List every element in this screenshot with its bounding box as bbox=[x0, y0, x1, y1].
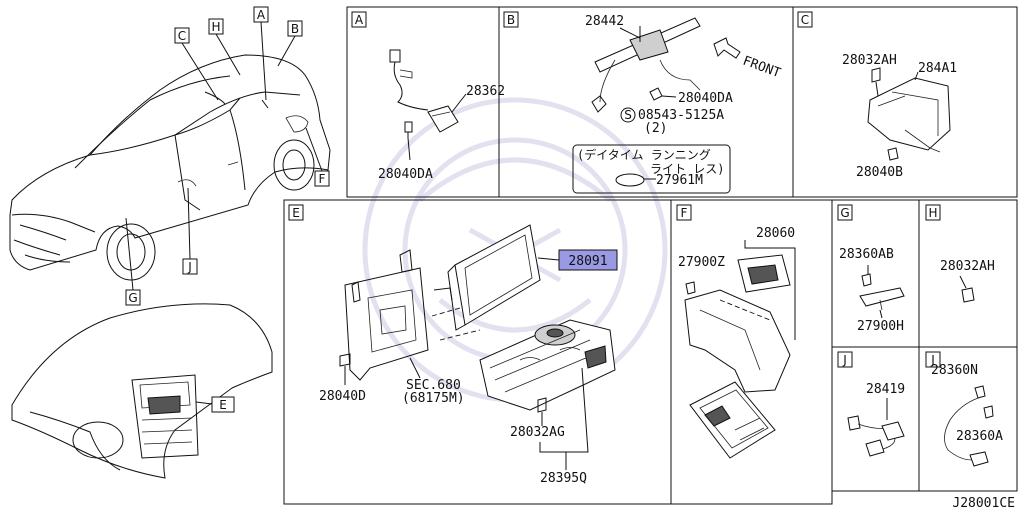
panel-j: J 28419 J 28360N 28360A bbox=[837, 351, 1003, 467]
part-08543-5125a[interactable]: 08543-5125A bbox=[638, 108, 724, 123]
part-28395q[interactable]: 28395Q bbox=[540, 471, 587, 486]
svg-text:C: C bbox=[801, 13, 809, 27]
svg-text:F: F bbox=[319, 172, 326, 186]
svg-text:A: A bbox=[257, 8, 266, 22]
panel-c: C 28032AH 284A1 28040B bbox=[797, 11, 957, 180]
panel-e: E 28091 28040D SEC.680 (68175M) 280 bbox=[288, 204, 618, 486]
overview-callout-f[interactable]: F bbox=[305, 127, 330, 187]
panel-a: A 28362 28040DA bbox=[351, 11, 505, 182]
svg-text:S: S bbox=[624, 108, 632, 122]
part-68175m[interactable]: (68175M) bbox=[402, 391, 465, 406]
overview-callout-e[interactable]: E bbox=[211, 396, 235, 413]
svg-text:B: B bbox=[291, 22, 299, 36]
diagram-id: J28001CE bbox=[952, 496, 1015, 511]
part-28091[interactable]: 28091 bbox=[568, 254, 607, 269]
part-28040da-b[interactable]: 28040DA bbox=[678, 91, 733, 106]
svg-text:H: H bbox=[928, 206, 937, 220]
front-label: FRONT bbox=[741, 54, 783, 82]
svg-text:G: G bbox=[128, 291, 137, 305]
part-28032ah-c[interactable]: 28032AH bbox=[842, 53, 897, 68]
part-28040b[interactable]: 28040B bbox=[856, 165, 903, 180]
svg-text:B: B bbox=[507, 13, 515, 27]
part-28362[interactable]: 28362 bbox=[466, 84, 505, 99]
part-28032ah-h[interactable]: 28032AH bbox=[940, 259, 995, 274]
svg-text:J: J bbox=[187, 260, 192, 274]
part-28040da-a[interactable]: 28040DA bbox=[378, 167, 433, 182]
svg-text:(デイタイム ランニング: (デイタイム ランニング bbox=[577, 147, 711, 162]
svg-text:E: E bbox=[292, 206, 300, 220]
part-28419[interactable]: 28419 bbox=[866, 382, 905, 397]
panel-f: F 28060 27900Z bbox=[676, 204, 796, 459]
part-28032ag[interactable]: 28032AG bbox=[510, 425, 565, 440]
svg-text:H: H bbox=[211, 20, 220, 34]
overview-callout-g[interactable]: G bbox=[125, 217, 141, 306]
svg-text:E: E bbox=[219, 398, 227, 412]
panel-frames bbox=[283, 6, 1018, 505]
part-sec-680[interactable]: SEC.680 bbox=[406, 378, 461, 393]
panel-b: B 28442 28040DA S 08543-5125A (2) FRONT … bbox=[503, 11, 783, 194]
part-28360a[interactable]: 28360A bbox=[956, 429, 1003, 444]
part-28360ab[interactable]: 28360AB bbox=[839, 247, 894, 262]
overview-callout-h[interactable]: H bbox=[208, 18, 241, 76]
svg-text:A: A bbox=[355, 13, 364, 27]
svg-text:F: F bbox=[681, 206, 688, 220]
part-27900z[interactable]: 27900Z bbox=[678, 255, 725, 270]
part-28360n[interactable]: 28360N bbox=[931, 363, 978, 378]
dashboard-overview bbox=[11, 303, 273, 479]
part-28040d[interactable]: 28040D bbox=[319, 389, 366, 404]
svg-text:(2): (2) bbox=[644, 121, 667, 136]
svg-text:C: C bbox=[178, 29, 186, 43]
overview-callout-c[interactable]: C bbox=[174, 27, 219, 101]
part-284a1[interactable]: 284A1 bbox=[918, 61, 957, 76]
overview-callout-j[interactable]: J bbox=[182, 187, 198, 275]
panel-h: H 28032AH bbox=[925, 204, 995, 303]
part-28060[interactable]: 28060 bbox=[756, 226, 795, 241]
svg-text:G: G bbox=[840, 206, 849, 220]
overview-callout-b[interactable]: B bbox=[277, 20, 303, 67]
svg-text:J: J bbox=[842, 353, 847, 367]
svg-text:J: J bbox=[930, 353, 935, 367]
part-28442[interactable]: 28442 bbox=[585, 14, 624, 29]
part-27961m[interactable]: 27961M bbox=[656, 173, 703, 188]
part-27900h[interactable]: 27900H bbox=[857, 319, 904, 334]
overview-callout-a[interactable]: A bbox=[253, 6, 269, 101]
panel-g: G 28360AB 27900H bbox=[837, 204, 905, 334]
car-overview bbox=[9, 54, 331, 281]
svg-text:ライト レス): ライト レス) bbox=[650, 162, 724, 176]
